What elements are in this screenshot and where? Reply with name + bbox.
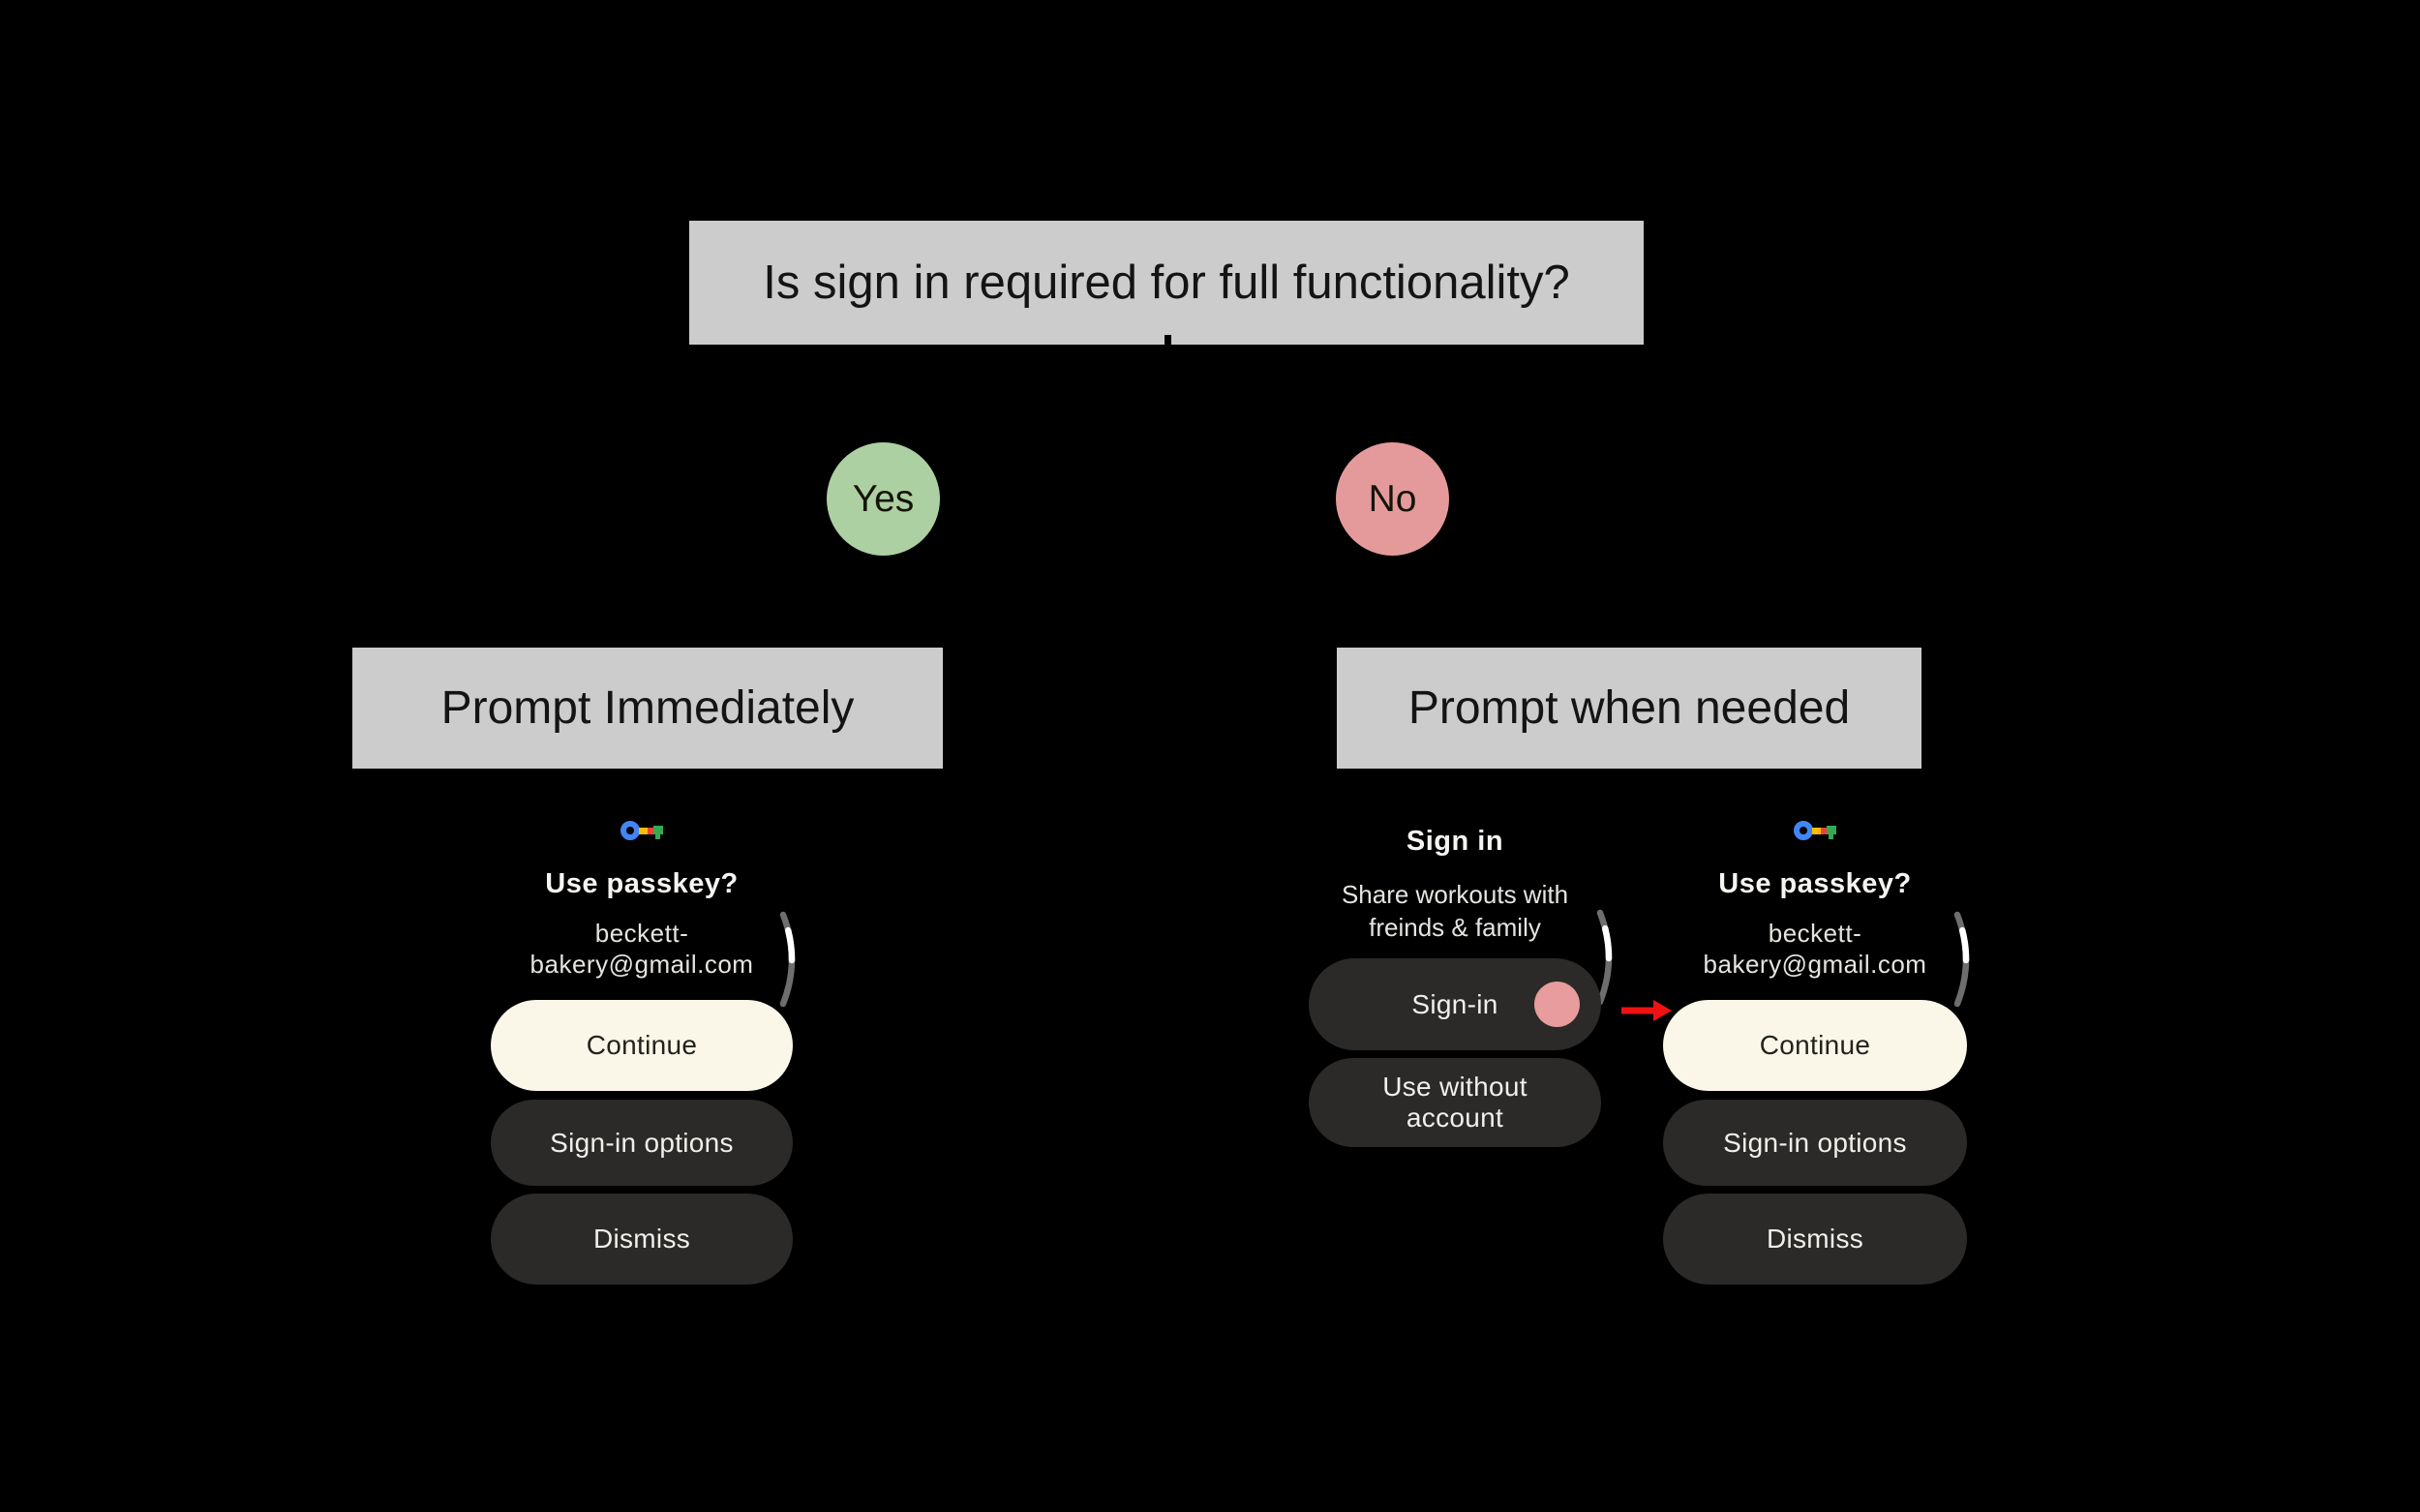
account-email-line2: bakery@gmail.com xyxy=(1703,950,1927,979)
passkey-shaft-red xyxy=(1821,828,1827,834)
account-email: beckett- bakery@gmail.com xyxy=(491,918,793,980)
branch-label-prompt-immediately: Prompt Immediately xyxy=(352,648,943,769)
decision-node-no: No xyxy=(1336,442,1449,556)
account-email: beckett- bakery@gmail.com xyxy=(1663,918,1967,980)
question-text: Is sign in required for full functionali… xyxy=(763,257,1570,309)
tap-indicator-circle xyxy=(1534,982,1580,1027)
passkey-head-green xyxy=(1827,826,1836,834)
branch-left-text: Prompt Immediately xyxy=(440,682,855,734)
passkey-head-green xyxy=(653,826,663,834)
sign-in-options-button[interactable]: Sign-in options xyxy=(491,1100,793,1186)
passkey-ring xyxy=(620,821,640,840)
sign-in-subtitle-line2: freinds & family xyxy=(1369,913,1541,942)
sign-in-button[interactable]: Sign-in xyxy=(1309,958,1601,1050)
continue-button[interactable]: Continue xyxy=(1663,1000,1967,1091)
passkey-shaft-red xyxy=(648,828,653,834)
branch-right-text: Prompt when needed xyxy=(1407,682,1851,734)
passkey-title: Use passkey? xyxy=(1718,868,1912,899)
passkey-title: Use passkey? xyxy=(545,868,739,899)
dismiss-button[interactable]: Dismiss xyxy=(1663,1194,1967,1285)
connector-stub xyxy=(1626,641,1632,653)
account-email-line2: bakery@gmail.com xyxy=(529,950,754,979)
watch-sign-in-prompt: Sign in Share workouts with freinds & fa… xyxy=(1309,818,1613,1205)
scroll-indicator[interactable] xyxy=(778,911,803,1008)
account-email-line1: beckett- xyxy=(1768,919,1862,948)
dismiss-button[interactable]: Dismiss xyxy=(491,1194,793,1285)
use-without-line2: account xyxy=(1406,1103,1504,1133)
passkey-shaft-yellow xyxy=(639,828,648,834)
passkey-ring xyxy=(1794,821,1813,840)
connector-stub xyxy=(645,641,650,653)
use-without-line1: Use without xyxy=(1382,1072,1528,1102)
account-email-line1: beckett- xyxy=(594,919,689,948)
google-passkey-key-icon xyxy=(1794,821,1836,840)
sign-in-subtitle-line1: Share workouts with xyxy=(1341,880,1569,909)
passkey-tooth-green xyxy=(1829,834,1833,839)
sign-in-options-button[interactable]: Sign-in options xyxy=(1663,1100,1967,1186)
scroll-indicator[interactable] xyxy=(1595,909,1620,1006)
google-passkey-key-icon xyxy=(620,821,663,840)
scroll-indicator[interactable] xyxy=(1952,911,1978,1008)
branch-label-prompt-when-needed: Prompt when needed xyxy=(1337,648,1921,769)
passkey-tooth-green xyxy=(655,834,660,839)
use-without-account-button[interactable]: Use without account xyxy=(1309,1058,1601,1147)
connector-stub xyxy=(1165,335,1171,347)
sign-in-title: Sign in xyxy=(1406,826,1504,857)
question-box: Is sign in required for full functionali… xyxy=(689,221,1644,345)
continue-button[interactable]: Continue xyxy=(491,1000,793,1091)
passkey-shaft-yellow xyxy=(1812,828,1821,834)
watch-passkey-when-needed: Use passkey? beckett- bakery@gmail.com C… xyxy=(1663,818,1970,1294)
yes-label: Yes xyxy=(852,477,915,520)
sign-in-button-label: Sign-in xyxy=(1411,988,1498,1019)
decision-node-yes: Yes xyxy=(827,442,940,556)
sign-in-subtitle: Share workouts with freinds & family xyxy=(1309,878,1601,944)
watch-passkey-immediate: Use passkey? beckett- bakery@gmail.com C… xyxy=(491,818,796,1294)
no-label: No xyxy=(1368,477,1417,520)
red-flow-arrow-icon xyxy=(1621,1000,1672,1021)
